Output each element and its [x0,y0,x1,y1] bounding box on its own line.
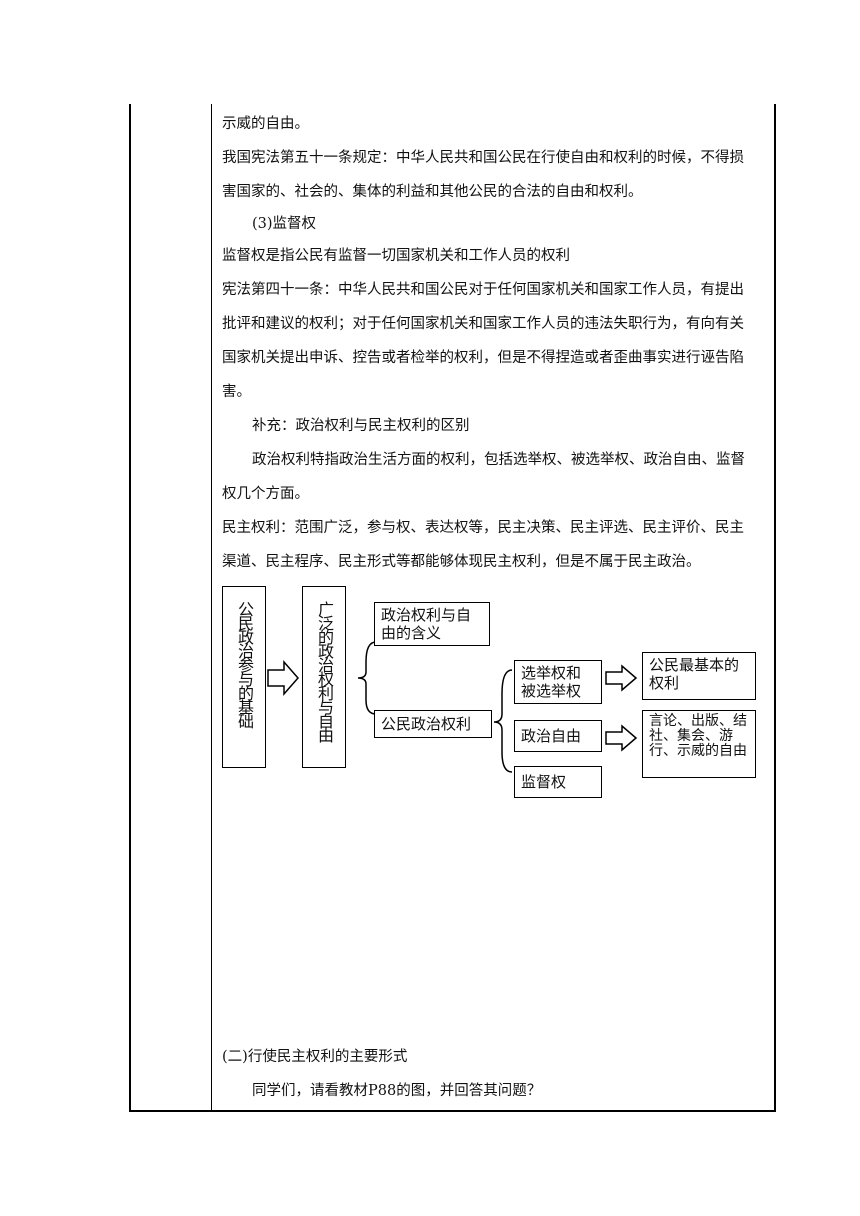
section-title: (二)行使民主权利的主要形式 [222,1049,408,1065]
paragraph-line: 害。 [222,384,251,400]
paragraph-line: 示威的自由。 [222,116,309,132]
arrow-icon [605,724,638,752]
column-divider [211,104,212,1110]
brace-icon [493,669,513,773]
concept-diagram: 公民政治参与的基础 广泛的政治权利与自由 政治权利与自由的含义 公民政治权利 选… [214,582,764,806]
subheading-supplement: 补充：政治权利与民主权利的区别 [252,418,470,434]
box-broad-rights: 广泛的政治权利与自由 [302,586,346,768]
paragraph-line: 我国宪法第五十一条规定：中华人民共和国公民在行使自由和权利的时候，不得损 [222,150,744,166]
arrow-icon [267,660,299,696]
table-frame [129,104,776,1112]
paragraph-line: 政治权利特指政治生活方面的权利，包括选举权、被选举权、政治自由、监督 [252,452,745,468]
subheading-supervision: (3)监督权 [252,216,317,232]
paragraph-line: 国家机关提出申诉、控告或者检举的权利，但是不得捏造或者歪曲事实进行诬告陷 [222,350,744,366]
brace-icon [357,641,377,715]
box-election: 选举权和被选举权 [514,660,602,704]
paragraph-line: 害国家的、社会的、集体的利益和其他公民的合法的自由和权利。 [222,184,643,200]
question-text: 同学们，请看教材P88的图，并回答其问题？ [252,1083,542,1099]
box-political-rights: 公民政治权利 [374,710,492,738]
paragraph-line: 渠道、民主程序、民主形式等都能够体现民主权利，但是不属于民主政治。 [222,554,701,570]
diagram-connectors [267,641,638,773]
paragraph-line: 民主权利：范围广泛，参与权、表达权等，民主决策、民主评选、民主评价、民主 [222,520,744,536]
paragraph-line: 宪法第四十一条：中华人民共和国公民对于任何国家机关和国家工作人员，有提出 [222,282,744,298]
box-speech-freedom: 言论、出版、结社、集会、游行、示威的自由 [642,710,756,778]
paragraph-line: 监督权是指公民有监督一切国家机关和工作人员的权利 [222,248,570,264]
paragraph-line: 权几个方面。 [222,486,309,502]
box-supervision: 监督权 [514,766,602,798]
box-basis: 公民政治参与的基础 [222,586,266,768]
box-meaning: 政治权利与自由的含义 [374,602,490,646]
paragraph-line: 批评和建议的权利；对于任何国家机关和国家工作人员的违法失职行为，有向有关 [222,316,744,332]
box-basic-right: 公民最基本的权利 [642,652,756,700]
arrow-icon [605,664,638,692]
box-political-freedom: 政治自由 [514,720,602,752]
